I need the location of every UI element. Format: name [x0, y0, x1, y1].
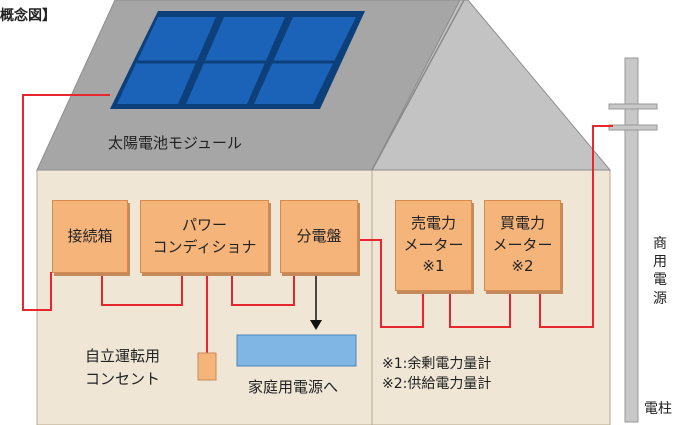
sell-meter-box: 売電力 メーター ※1	[395, 200, 472, 291]
down-arrow-icon	[310, 270, 322, 330]
wiring	[22, 94, 613, 354]
roof-label: 太陽電池モジュール	[108, 134, 242, 152]
buy-meter-box: 買電力 メーター ※2	[484, 200, 561, 291]
utility-pole	[608, 57, 658, 423]
roof-side	[371, 0, 612, 171]
outlet-label: 自立運転用 コンセント	[85, 347, 161, 389]
note-1: ※1:余剰電力量計	[382, 356, 492, 372]
home-power-label: 家庭用電源へ	[248, 378, 339, 396]
home-power-bar	[236, 334, 357, 367]
pole-label: 電柱	[644, 401, 672, 417]
distribution-board-box: 分電盤	[280, 200, 358, 273]
power-conditioner-box: パワー コンディショナ	[140, 200, 269, 273]
commercial-power-label: 商用電源	[653, 236, 667, 307]
note-2: ※2:供給電力量計	[382, 376, 492, 392]
solar-panel	[110, 11, 365, 109]
junction-box: 接続箱	[52, 200, 128, 273]
diagram-title: 概念図】	[0, 8, 56, 24]
outlet-icon	[197, 352, 217, 381]
